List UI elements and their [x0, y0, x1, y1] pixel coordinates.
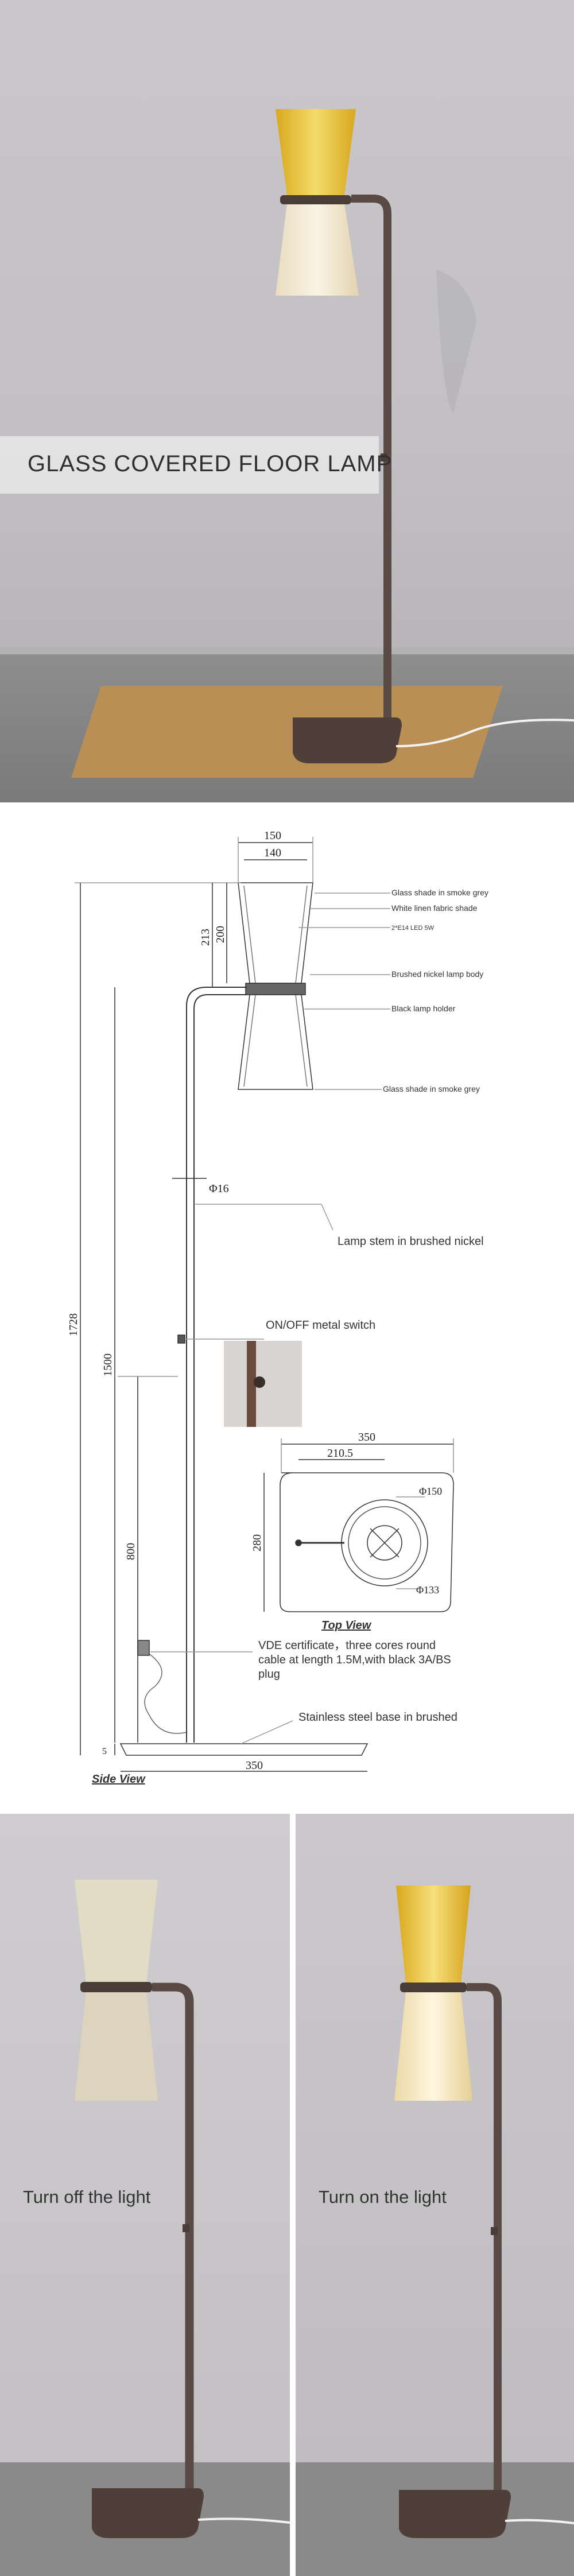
label-turn-on: Turn on the light — [319, 2187, 447, 2207]
upper-glass-shade — [276, 109, 356, 195]
top-view-title: Top View — [321, 1619, 372, 1632]
panel-light-on: Turn on the light — [296, 1814, 574, 2576]
label-turn-off: Turn off the light — [23, 2187, 151, 2207]
lamp-holder-ring — [280, 195, 351, 204]
dim-200: 200 — [214, 926, 227, 943]
lamp-stem — [351, 195, 391, 758]
power-cable — [395, 719, 574, 747]
technical-drawing: Glass shade in smoke grey White linen fa… — [0, 802, 574, 1814]
dim-280: 280 — [251, 1534, 263, 1551]
on-base — [399, 2490, 511, 2538]
lamp-base — [293, 717, 402, 763]
dim-150: 150 — [264, 829, 281, 842]
label-cable-3: plug — [258, 1668, 280, 1681]
panel-light-off: Turn off the light — [0, 1814, 290, 2576]
dim-800: 800 — [125, 1543, 137, 1560]
dim-140: 140 — [264, 847, 281, 859]
dim-5: 5 — [102, 1747, 107, 1756]
dimension-drawing: Glass shade in smoke grey White linen fa… — [67, 829, 488, 1786]
on-lower-shade — [394, 1992, 472, 2101]
dim-350-side: 350 — [246, 1759, 263, 1772]
top-view-inner-ring — [367, 1525, 402, 1561]
hero-photo: GLASS COVERED FLOOR LAMP — [0, 0, 574, 802]
dim-350-top: 350 — [358, 1431, 375, 1444]
label-lamp-body: Brushed nickel lamp body — [391, 969, 483, 979]
banner-title: GLASS COVERED FLOOR LAMP — [28, 451, 393, 476]
label-shade-top: Glass shade in smoke grey — [391, 888, 488, 897]
side-view-title: Side View — [92, 1773, 146, 1786]
dim-phi133: Φ133 — [416, 1584, 439, 1596]
lamp-photo — [276, 109, 574, 763]
off-upper-shade — [75, 1880, 158, 1983]
off-stem — [152, 1983, 194, 2525]
dim-phi16: Φ16 — [209, 1182, 229, 1195]
off-lower-shade — [75, 1992, 158, 2101]
drawing-plug — [137, 1640, 150, 1656]
lower-glass-shade — [276, 204, 359, 296]
label-base: Stainless steel base in brushed — [298, 1711, 457, 1724]
drawing-lamp-holder — [245, 983, 306, 995]
label-lamp-holder: Black lamp holder — [391, 1004, 456, 1013]
label-cable-2: cable at length 1.5M,with black 3A/BS — [258, 1654, 451, 1666]
label-fabric-shade: White linen fabric shade — [391, 903, 478, 913]
dim-210: 210.5 — [327, 1447, 353, 1460]
dim-1500: 1500 — [102, 1353, 114, 1376]
label-shade-bottom: Glass shade in smoke grey — [383, 1084, 480, 1093]
dim-1728: 1728 — [67, 1313, 80, 1336]
label-stem: Lamp stem in brushed nickel — [338, 1235, 484, 1248]
drawing-base — [119, 1743, 369, 1756]
top-view-base — [280, 1472, 454, 1612]
dim-213: 213 — [199, 929, 212, 946]
title-banner — [0, 436, 379, 494]
on-upper-shade — [396, 1886, 471, 1983]
off-base — [92, 2488, 204, 2538]
switch — [381, 453, 387, 461]
dim-phi150: Φ150 — [419, 1485, 442, 1497]
lamp-off-photo — [75, 1880, 290, 2538]
label-switch: ON/OFF metal switch — [266, 1319, 375, 1332]
panel-divider — [290, 1814, 296, 2576]
light-comparison: Turn off the light — [0, 1814, 574, 2576]
label-led: 2*E14 LED 5W — [391, 925, 435, 932]
label-cable-1: VDE certificate，three cores round — [258, 1639, 436, 1652]
lamp-on-photo — [394, 1886, 574, 2538]
on-stem — [467, 1983, 502, 2525]
floor-skirting — [0, 647, 574, 655]
drawing-stem — [186, 987, 247, 1743]
